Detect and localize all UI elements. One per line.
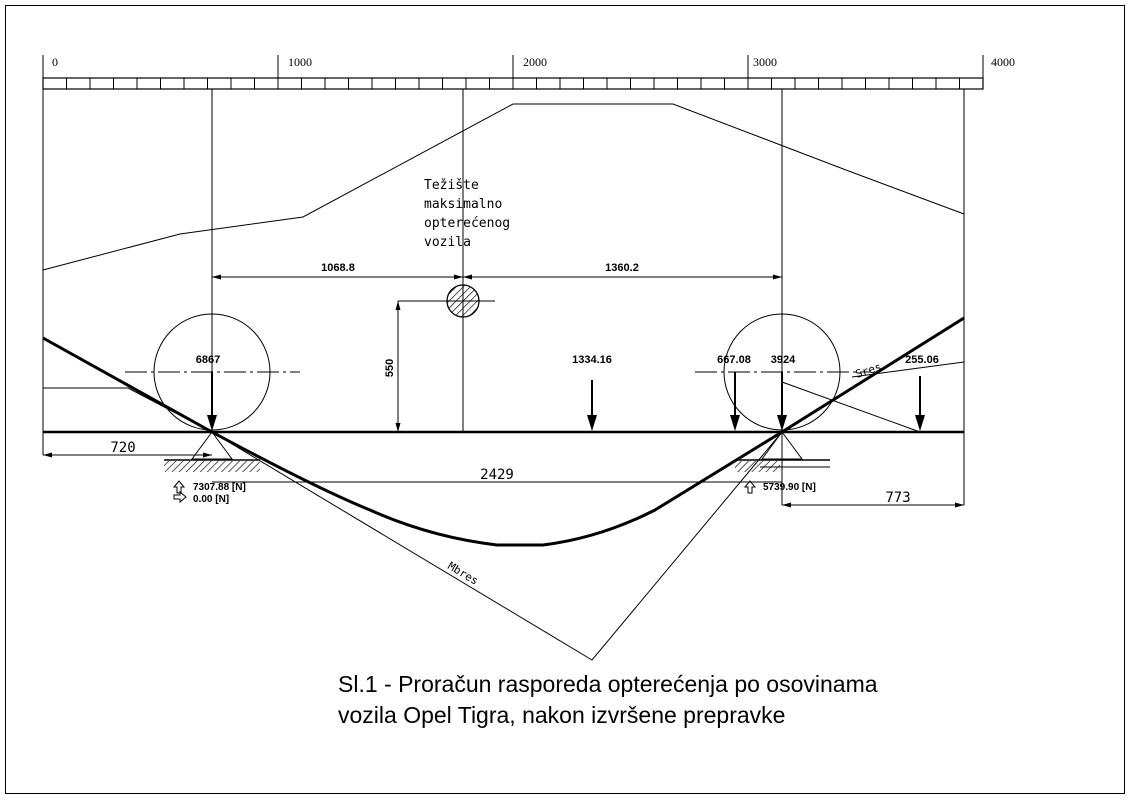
load-front-axle: 6867 bbox=[196, 354, 220, 366]
ruler-label-4000: 4000 bbox=[991, 55, 1015, 69]
ruler-label-2000: 2000 bbox=[523, 55, 547, 69]
dimension-front-overhang: 720 bbox=[110, 440, 135, 456]
reaction-rear-vertical: 5739.90 [N] bbox=[763, 482, 816, 493]
rear-overhang-dimension: 773 bbox=[782, 490, 964, 508]
dimension-wheelbase: 2429 bbox=[480, 467, 514, 483]
ruler: 0 1000 2000 3000 4000 bbox=[42, 55, 1015, 90]
front-support bbox=[164, 431, 260, 472]
car-body-outline bbox=[42, 103, 965, 271]
dimension-rear-overhang: 773 bbox=[885, 490, 910, 506]
dimension-cog-to-rear: 1360.2 bbox=[605, 262, 639, 274]
arrow-up-icon bbox=[172, 480, 186, 494]
load-arrows bbox=[207, 372, 925, 431]
figure-caption: Sl.1 - Proračun rasporeda opterećenja po… bbox=[338, 669, 878, 731]
drawing-frame bbox=[5, 5, 1125, 794]
reactions: 7307.88 [N] 0.00 [N] 5739.90 [N] bbox=[172, 480, 816, 505]
load-rear-axle: 3924 bbox=[771, 354, 796, 366]
reaction-front-horizontal: 0.00 [N] bbox=[193, 494, 229, 505]
center-of-gravity-symbol bbox=[398, 284, 495, 318]
cog-height-dimension: 550 bbox=[384, 301, 401, 432]
caption-line-1: Sl.1 - Proračun rasporeda opterećenja po… bbox=[338, 671, 878, 697]
center-of-gravity-label: Težište maksimalno opterećenog vozila bbox=[424, 178, 518, 250]
arrow-right-icon bbox=[173, 490, 187, 504]
caption-line-2: vozila Opel Tigra, nakon izvršene prepra… bbox=[338, 702, 786, 728]
rear-support bbox=[735, 431, 830, 472]
dimension-cog-height: 550 bbox=[384, 359, 396, 377]
load-rear-overhang: 255.06 bbox=[905, 354, 939, 366]
reaction-front-vertical: 7307.88 [N] bbox=[193, 482, 246, 493]
moment-label: Mbres bbox=[445, 559, 480, 587]
front-overhang-dimension: 720 bbox=[43, 440, 212, 458]
ruler-label-3000: 3000 bbox=[753, 55, 777, 69]
cog-position-dimension: 1068.8 1360.2 bbox=[212, 262, 782, 280]
dimension-front-to-cog: 1068.8 bbox=[321, 262, 355, 274]
ruler-ticks bbox=[66, 78, 960, 89]
load-rear-left: 667.08 bbox=[717, 354, 751, 366]
ruler-label-0: 0 bbox=[52, 55, 58, 69]
load-middle: 1334.16 bbox=[572, 354, 612, 366]
reference-lines bbox=[42, 89, 965, 505]
wheelbase-dimension: 2429 bbox=[212, 467, 782, 483]
deflection-curve bbox=[42, 316, 965, 547]
arrow-up-icon bbox=[743, 480, 757, 494]
ruler-label-1000: 1000 bbox=[288, 55, 312, 69]
